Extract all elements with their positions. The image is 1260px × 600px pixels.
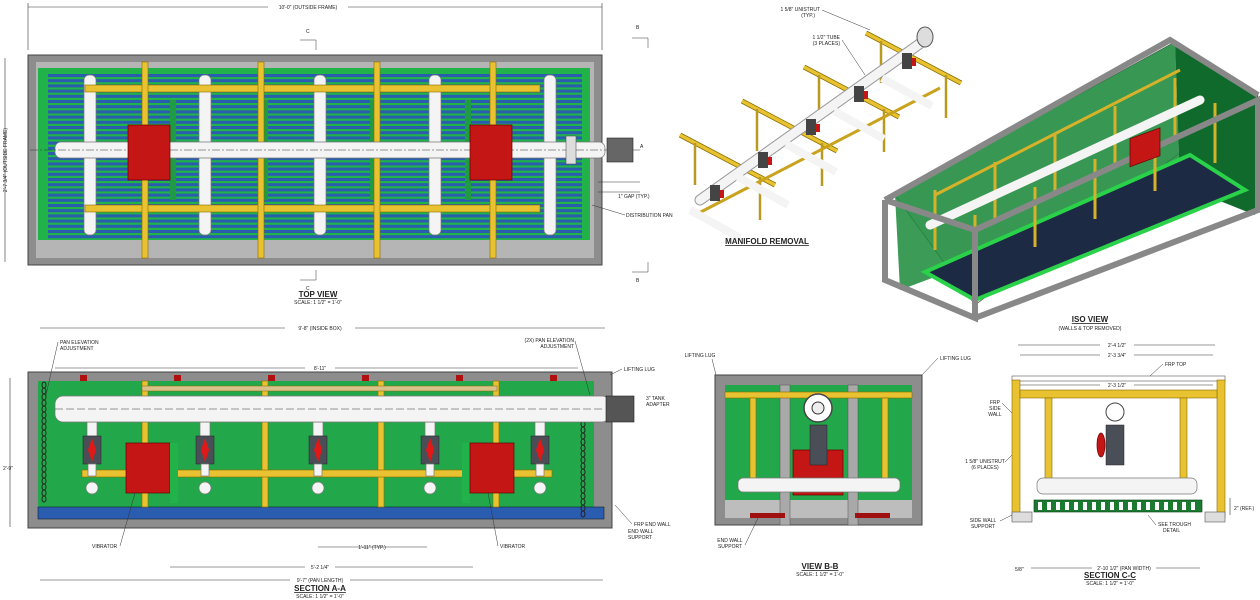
frp-side-label-3: WALL (988, 412, 1002, 418)
unistrut (373, 61, 381, 259)
pan-elevation-2x-label-1: (2X) PAN ELEVATION (525, 338, 575, 344)
unistrut (257, 61, 265, 259)
trough-detail-label-2: DETAIL (1163, 528, 1180, 534)
tank-adapter-label-1: 3" TANK (646, 396, 665, 402)
dim-height: 2'-9" (3, 466, 13, 472)
tank-adapter (605, 395, 635, 423)
vibrator-label-left: VIBRATOR (92, 544, 117, 550)
section-cc-scale: SCALE: 1 1/2" = 1'-0" (1086, 581, 1134, 587)
trough-detail-label-1: SEE TROUGH (1158, 522, 1191, 528)
section-aa: 9'-8" (INSIDE BOX) 8'-11" 2'-9" PAN ELEV… (3, 324, 671, 600)
end-wall-support-label-2: SUPPORT (628, 535, 652, 541)
end-wall-support-label-2: SUPPORT (718, 544, 742, 550)
vibrator-left (125, 442, 171, 494)
pan-elevation-2x-label-2: ADJUSTMENT (540, 344, 574, 350)
ref-dim-label: 2" (REF.) (1234, 506, 1254, 512)
frp-side-label-2: SIDE (989, 406, 1001, 412)
dim-cc-1: 2'-4 1/2" (1108, 343, 1127, 349)
end-wall-support-label-1: END WALL (628, 529, 654, 535)
vibrator-right (469, 124, 513, 181)
iso-view-subtitle: (WALLS & TOP REMOVED) (1059, 326, 1122, 332)
lifting-lug-label: LIFTING LUG (624, 367, 655, 373)
dim-8-11: 8'-11" (314, 366, 327, 372)
frp-side-label-1: FRP (990, 400, 1001, 406)
dim-cc-2: 2'-3 3/4" (1108, 353, 1127, 359)
iso-view: ISO VIEW (WALLS & TOP REMOVED) (882, 36, 1260, 332)
section-cc-title: SECTION C-C (1084, 571, 1136, 580)
tank-adapter-label-2: ADAPTER (646, 402, 670, 408)
vibrator-label-right: VIBRATOR (500, 544, 525, 550)
gap-label: 1" GAP (TYP.) (618, 194, 650, 200)
trough (37, 506, 605, 520)
section-marker-a: A (640, 144, 644, 150)
manifold-removal-view: 1 5/8" UNISTRUT (TYP.) 1 1/2" TUBE (3 PL… (678, 7, 963, 246)
frp-end-wall-label: FRP END WALL (634, 522, 671, 528)
dim-typ-spacing: 1'-11" (TYP.) (358, 545, 386, 551)
vibrator-left (127, 124, 171, 181)
section-aa-title: SECTION A-A (294, 584, 346, 593)
pan-elevation-label-2: ADJUSTMENT (60, 346, 94, 352)
side-wall-support-label-1: SIDE WALL (970, 518, 997, 524)
dim-cc-3: 2'-3 1/2" (1108, 383, 1127, 389)
side-wall-support-label-2: SUPPORT (971, 524, 995, 530)
section-cc: 2'-4 1/2" 2'-3 3/4" 2'-3 1/2" FRP TOP FR… (965, 341, 1254, 587)
top-view-title: TOP VIEW (299, 290, 338, 299)
dim-outside-width: 2'-7 3/4" (OUTSIDE FRAME) (3, 128, 9, 192)
unistrut-6-label-2: (6 PLACES) (971, 465, 999, 471)
lifting-lug-right-label: LIFTING LUG (940, 356, 971, 362)
view-bb: LIFTING LUG LIFTING LUG END WALL SUPPORT… (685, 353, 971, 578)
unistrut-note: (TYP.) (801, 13, 815, 19)
dim-pan-length: 9'-7" (PAN LENGTH) (297, 578, 344, 584)
vibrator-right (469, 442, 515, 494)
pan-width-dim: 2'-10 1/2" (PAN WIDTH) (1097, 566, 1151, 572)
section-marker-c-top: C (306, 29, 310, 35)
top-view-scale: SCALE: 1 1/2" = 1'-0" (294, 300, 342, 306)
section-aa-scale: SCALE: 1 1/2" = 1'-0" (296, 594, 344, 600)
section-marker-b-top: B (636, 25, 640, 31)
dim-5-8: 5/8" (1015, 567, 1024, 573)
dim-inside-box: 9'-8" (INSIDE BOX) (298, 326, 342, 332)
iso-view-title: ISO VIEW (1072, 315, 1109, 324)
manifold-removal-title: MANIFOLD REMOVAL (725, 237, 809, 246)
top-view: 10'-0" (OUTSIDE FRAME) 2'-7 3/4" (OUTSID… (3, 3, 673, 306)
tank-adapter (606, 137, 634, 163)
end-wall-support-label-1: END WALL (717, 538, 743, 544)
unistrut-label: 1 5/8" UNISTRUT (780, 7, 820, 13)
distribution-pan-label: DISTRIBUTION PAN (626, 213, 673, 219)
tube-label: 1 1/2" TUBE (812, 35, 840, 41)
iso-vibrator (1129, 127, 1161, 168)
dim-outside-length: 10'-0" (OUTSIDE FRAME) (279, 5, 338, 11)
pan-elevation-label-1: PAN ELEVATION (60, 340, 99, 346)
view-bb-scale: SCALE: 1 1/2" = 1'-0" (796, 572, 844, 578)
frp-top-label: FRP TOP (1165, 362, 1187, 368)
dim-5-2: 5'-2 1/4" (311, 565, 330, 571)
section-marker-c-bottom: C (306, 286, 310, 292)
lifting-lug-left-label: LIFTING LUG (685, 353, 716, 359)
view-bb-title: VIEW B-B (802, 562, 839, 571)
unistrut-6-label-1: 1 5/8" UNISTRUT (965, 459, 1005, 465)
tube-note: (3 PLACES) (813, 41, 841, 47)
section-marker-b-bottom: B (636, 278, 640, 284)
